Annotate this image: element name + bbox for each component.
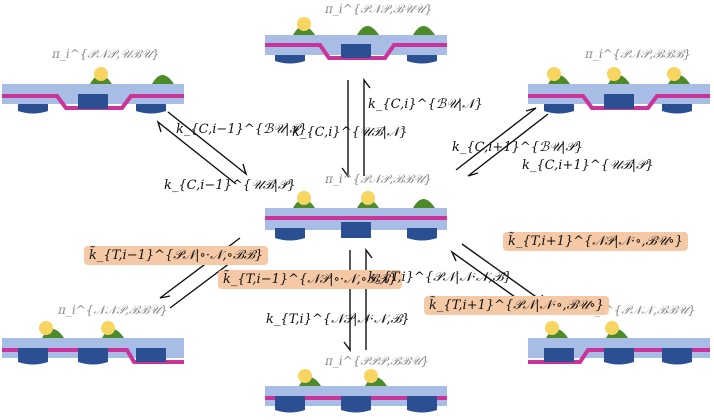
arrow-bottom-up	[365, 247, 373, 350]
rate-lr-a: k̃_{T,i+1}^{𝒩𝒫|𝒩·∘,ℬ𝒰∘}	[503, 232, 688, 251]
rate-bot-a: k_{T,i}^{𝒫𝒩|𝒩·𝒩,ℬ}	[368, 270, 512, 285]
state-label-bottom: π_i^{𝒫𝒫𝒫,ℬℬ𝒰}	[325, 354, 429, 368]
membrane-center	[265, 191, 447, 241]
state-label-lower-left: π_i^{𝒩𝒩𝒫,ℬℬ𝒰}	[58, 303, 168, 317]
state-label-top: π_i^{𝒫𝒩𝒫,ℬ𝒰𝒰}	[325, 2, 433, 16]
arrow-lr-to-center	[450, 249, 537, 313]
rate-ul-b: k_{C,i−1}^{𝒰ℬ|𝒫}	[164, 178, 296, 193]
membrane-upper-right	[528, 67, 710, 114]
rate-ur-b: k_{C,i+1}^{𝒰ℬ|𝒫}	[522, 158, 654, 173]
arrow-top-down	[341, 80, 349, 179]
membrane-lower-left	[2, 321, 184, 365]
state-label-center: π_i^{𝒫𝒩𝒫,ℬℬ𝒰}	[325, 172, 432, 186]
arrow-center-up	[363, 77, 371, 176]
arrow-center-to-ul	[156, 120, 237, 185]
state-label-lower-right: π_i^{𝒫𝒩𝒩,ℬℬ𝒰}	[586, 303, 696, 317]
membrane-top	[265, 17, 447, 64]
arrow-ur-to-center	[467, 113, 549, 177]
arrow-center-down	[343, 250, 351, 353]
state-label-upper-right: π_i^{𝒫𝒩𝒫,ℬℬℬ}	[585, 47, 691, 61]
arrow-center-to-ur	[455, 107, 537, 171]
membrane-bottom	[265, 369, 447, 413]
arrow-ul-to-center	[167, 111, 248, 176]
state-label-upper-left: π_i^{𝒫𝒩𝒫,𝒰ℬ𝒰}	[52, 47, 160, 61]
rate-ll-b: k̃_{T,i−1}^{𝒩𝒫|∘·𝒩,∘ℬℬ}	[218, 270, 403, 289]
membrane-lower-right	[528, 321, 710, 365]
rate-ll-a: k̃_{T,i−1}^{𝒫𝒩|∘·𝒩,∘ℬℬ}	[84, 246, 269, 265]
rate-ur-a: k_{C,i+1}^{ℬ𝒰|𝒫}	[452, 140, 583, 155]
rate-ul-a: k_{C,i−1}^{ℬ𝒰|𝒫}	[176, 122, 307, 137]
rate-top-a: k_{C,i}^{ℬ𝒰|𝒩}	[368, 97, 483, 112]
rate-lr-b: k̃_{T,i+1}^{𝒫𝒩|𝒩·∘,ℬ𝒰∘}	[424, 296, 609, 315]
rate-bot-b: k_{T,i}^{𝒩𝒫|𝒩·𝒩,ℬ}	[266, 312, 410, 327]
membrane-upper-left	[2, 67, 184, 114]
rate-top-b: k_{C,i}^{𝒰ℬ|𝒩}	[292, 125, 408, 140]
